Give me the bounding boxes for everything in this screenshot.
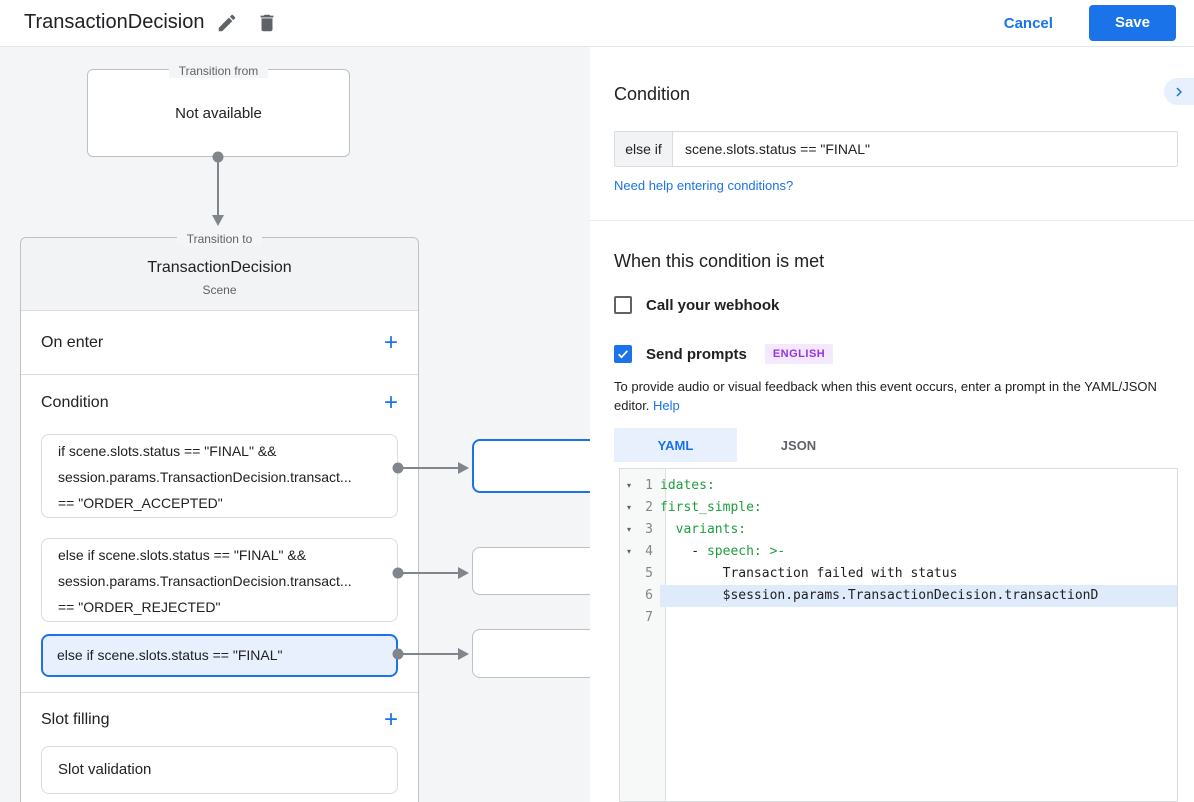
- code-text: variants:: [675, 522, 747, 537]
- top-bar: TransactionDecision Cancel Save: [0, 0, 1194, 47]
- condition-line: session.params.TransactionDecision.trans…: [58, 573, 352, 589]
- editor-line-7[interactable]: 7: [620, 607, 1177, 629]
- slot-filling-label: Slot filling: [41, 710, 110, 728]
- scene-card-header: TransactionDecision Scene: [21, 238, 418, 311]
- condition-expression-group: else if: [614, 131, 1178, 167]
- yaml-code-editor[interactable]: ▾ 1 idates: ▾ 2 first_simple: ▾ 3 variants: ▾ 4 -…: [619, 468, 1178, 802]
- chevron-right-icon: [1176, 87, 1182, 96]
- condition-expression-input[interactable]: [673, 132, 1177, 166]
- save-button[interactable]: Save: [1088, 5, 1176, 41]
- transition-from-legend: Transition from: [168, 64, 269, 78]
- webhook-label: Call your webhook: [646, 296, 780, 314]
- editor-line-5[interactable]: 5 Transaction failed with status: [620, 563, 1177, 585]
- slot-filling-row: Slot filling +: [21, 692, 418, 746]
- prompts-checkbox[interactable]: [614, 345, 632, 363]
- code-text: first_simple:: [660, 500, 762, 515]
- transition-target-box-3[interactable]: [472, 629, 590, 678]
- delete-icon[interactable]: [256, 12, 278, 34]
- editor-line-4[interactable]: ▾ 4 - speech: >-: [620, 541, 1177, 563]
- condition-line: else if scene.slots.status == "FINAL": [57, 647, 283, 663]
- editor-line-6[interactable]: 6 $session.params.TransactionDecision.tr…: [620, 585, 1177, 607]
- condition-item-1[interactable]: if scene.slots.status == "FINAL" && sess…: [41, 434, 398, 518]
- scene-diagram: Transition from Not available Transition…: [0, 47, 590, 802]
- prompts-description: To provide audio or visual feedback when…: [614, 377, 1180, 415]
- condition-prefix-label: else if: [615, 132, 673, 166]
- tab-yaml[interactable]: YAML: [614, 428, 737, 462]
- code-text: [660, 607, 1177, 629]
- code-text: idates:: [660, 478, 715, 493]
- condition-detail-panel: Condition else if Need help entering con…: [590, 47, 1194, 802]
- prompts-option-row: Send prompts ENGLISH: [614, 344, 834, 364]
- condition-help-link[interactable]: Need help entering conditions?: [614, 178, 794, 193]
- condition-section-label: Condition: [41, 394, 109, 411]
- panel-divider: [590, 220, 1194, 221]
- fold-spacer: [620, 563, 638, 585]
- fold-arrow-icon[interactable]: ▾: [626, 525, 631, 534]
- webhook-checkbox[interactable]: [614, 296, 632, 314]
- tab-json[interactable]: JSON: [780, 437, 817, 453]
- line-number: 4: [645, 544, 653, 559]
- collapse-panel-button[interactable]: [1164, 78, 1194, 105]
- fold-arrow-icon[interactable]: ▾: [626, 503, 631, 512]
- line-number: 7: [645, 610, 653, 625]
- editor-line-1[interactable]: ▾ 1 idates:: [620, 475, 1177, 497]
- language-badge: ENGLISH: [764, 344, 834, 364]
- edit-icon[interactable]: [216, 12, 238, 34]
- code-text: - speech: >-: [660, 544, 786, 559]
- transition-from-box[interactable]: Transition from Not available: [87, 64, 350, 157]
- add-on-enter-icon[interactable]: +: [383, 328, 398, 356]
- scene-subtitle: Scene: [202, 283, 237, 297]
- condition-item-3-selected[interactable]: else if scene.slots.status == "FINAL": [41, 634, 398, 677]
- check-icon: [618, 350, 629, 359]
- code-text: Transaction failed with status: [660, 566, 958, 581]
- condition-line: session.params.TransactionDecision.trans…: [58, 469, 352, 485]
- editor-tabs: YAML JSON: [614, 428, 860, 462]
- transition-target-box-2[interactable]: [472, 547, 590, 595]
- condition-line: if scene.slots.status == "FINAL" &&: [58, 443, 277, 459]
- when-condition-title: When this condition is met: [614, 251, 825, 271]
- page-title: TransactionDecision: [24, 11, 205, 33]
- slot-validation-item[interactable]: Slot validation: [41, 746, 398, 794]
- add-slot-icon[interactable]: +: [383, 705, 398, 733]
- webhook-option-row: Call your webhook: [614, 296, 779, 314]
- add-condition-icon[interactable]: +: [383, 389, 398, 416]
- transition-target-box-1[interactable]: [472, 439, 590, 493]
- condition-item-2[interactable]: else if scene.slots.status == "FINAL" &&…: [41, 538, 398, 622]
- editor-gutter: [620, 469, 666, 801]
- prompts-label: Send prompts: [646, 345, 747, 363]
- fold-arrow-icon[interactable]: ▾: [626, 547, 631, 556]
- fold-spacer: [620, 607, 638, 629]
- condition-panel-title: Condition: [614, 84, 691, 104]
- line-number: 5: [645, 566, 653, 581]
- editor-line-3[interactable]: ▾ 3 variants:: [620, 519, 1177, 541]
- line-number: 3: [645, 522, 653, 537]
- condition-line: == "ORDER_ACCEPTED": [58, 495, 223, 511]
- code-text: $session.params.TransactionDecision.tran…: [660, 585, 1177, 607]
- line-number: 2: [645, 500, 653, 515]
- on-enter-row[interactable]: On enter +: [21, 311, 418, 375]
- transition-from-value: Not available: [175, 105, 262, 122]
- condition-line: == "ORDER_REJECTED": [58, 599, 221, 615]
- on-enter-label: On enter: [41, 333, 104, 351]
- condition-line: else if scene.slots.status == "FINAL" &&: [58, 547, 307, 563]
- transition-to-card: Transition to TransactionDecision Scene …: [20, 232, 419, 802]
- fold-arrow-icon[interactable]: ▾: [626, 481, 631, 490]
- scene-title: TransactionDecision: [147, 259, 292, 276]
- fold-spacer: [620, 585, 638, 607]
- prompts-description-text: To provide audio or visual feedback when…: [614, 379, 1157, 413]
- line-number: 1: [645, 478, 653, 493]
- editor-line-2[interactable]: ▾ 2 first_simple:: [620, 497, 1177, 519]
- line-number: 6: [645, 588, 653, 603]
- condition-section-row: Condition +: [21, 375, 418, 431]
- main-area: Transition from Not available Transition…: [0, 47, 1194, 802]
- help-link[interactable]: Help: [653, 398, 680, 413]
- cancel-button[interactable]: Cancel: [1003, 14, 1053, 32]
